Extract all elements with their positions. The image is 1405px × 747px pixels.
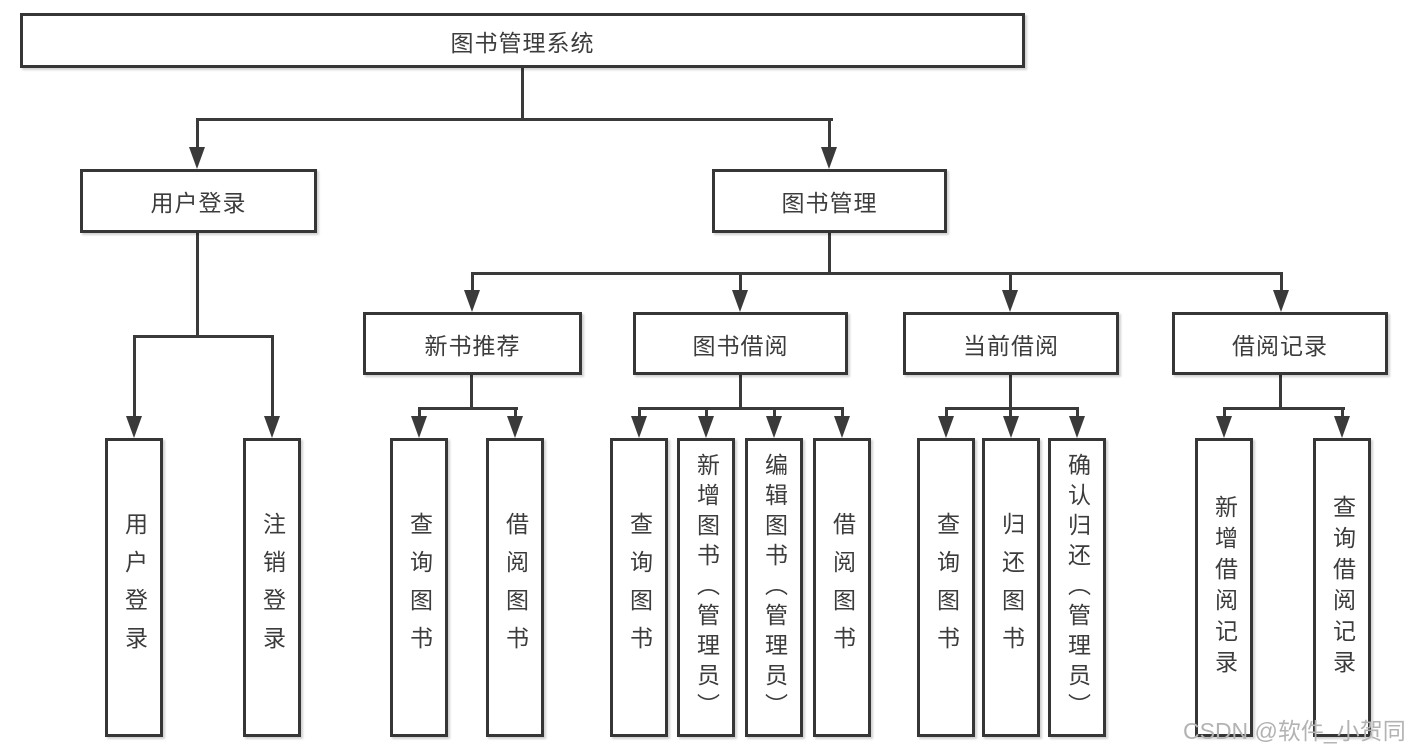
arrow-down-icon [834,416,850,438]
connector-vline [1223,407,1226,420]
connector-vline [1076,407,1079,420]
connector-vline [739,272,742,292]
node-label: 确认归还（管理员） [1064,452,1091,723]
arrow-down-icon [507,416,523,438]
node-label: 借阅记录 [1232,332,1328,359]
connector-vline [705,407,708,420]
node-label: 归还图书 [998,511,1025,664]
connector-vline [945,407,948,420]
node-label: 新增借阅记录 [1211,494,1238,681]
connector-vline [196,233,199,338]
connector-vline [470,375,473,410]
node-current-return-books: 归还图书 [982,438,1040,737]
node-current-query-books: 查询图书 [917,438,975,737]
connector-vline [1280,272,1283,292]
node-label: 查询图书 [933,511,960,664]
connector-hline [638,407,844,410]
arrow-down-icon [631,416,647,438]
connector-vline [271,335,274,419]
node-label: 图书管理 [781,190,878,216]
node-records-query-record: 查询借阅记录 [1313,438,1371,737]
connector-vline [1009,272,1012,292]
node-current-borrow: 当前借阅 [903,312,1119,375]
connector-vline [1279,375,1282,410]
node-borrow-add-books-admin: 新增图书（管理员） [677,438,735,737]
connector-vline [638,407,641,420]
node-label: 图书管理系统 [450,29,595,56]
node-user-login-leaf: 用户登录 [105,438,163,737]
node-label: 图书借阅 [692,332,789,359]
connector-vline [773,407,776,420]
node-label: 用户登录 [150,190,247,216]
connector-hline [418,407,518,410]
node-label: 借阅图书 [829,511,856,664]
node-label: 编辑图书（管理员） [761,452,788,723]
node-book-borrow: 图书借阅 [633,312,848,375]
arrow-down-icon [464,290,480,312]
connector-vline [841,407,844,420]
node-book-management: 图书管理 [712,169,947,233]
arrow-down-icon [1273,290,1289,312]
connector-vline [828,233,831,274]
node-label: 查询图书 [406,511,433,664]
node-borrow-query-books: 查询图书 [610,438,668,737]
connector-vline [196,118,199,152]
node-label: 当前借阅 [963,332,1059,359]
connector-vline [471,272,474,292]
connector-hline [1223,407,1345,410]
arrow-down-icon [821,147,837,169]
arrow-down-icon [766,416,782,438]
node-borrow-edit-books-admin: 编辑图书（管理员） [745,438,803,737]
arrow-down-icon [264,416,280,438]
node-user-login: 用户登录 [80,169,317,233]
node-label: 查询图书 [626,511,653,664]
arrow-down-icon [1216,416,1232,438]
arrow-down-icon [698,416,714,438]
node-current-confirm-return-admin: 确认归还（管理员） [1048,438,1106,737]
arrow-down-icon [1003,416,1019,438]
connector-vline [828,118,831,152]
node-records-add-record: 新增借阅记录 [1195,438,1253,737]
node-label: 注销登录 [259,511,286,664]
connector-hline [945,407,1079,410]
connector-vline [521,68,524,118]
arrow-down-icon [411,416,427,438]
arrow-down-icon [1069,416,1085,438]
csdn-watermark: CSDN @软件_小贺同学 [1183,718,1405,744]
connector-vline [1341,407,1344,420]
node-label: 新书推荐 [424,332,521,359]
node-root-system: 图书管理系统 [20,13,1025,68]
connector-vline [1009,407,1012,420]
connector-hline [133,335,274,338]
connector-hline [196,118,833,121]
node-recommend-borrow-books: 借阅图书 [486,438,544,737]
connector-vline [1009,375,1012,410]
node-borrow-borrow-books: 借阅图书 [813,438,871,737]
node-borrow-records: 借阅记录 [1172,312,1388,375]
node-label: 查询借阅记录 [1329,494,1356,681]
arrow-down-icon [1334,416,1350,438]
connector-vline [514,407,517,420]
node-logout-leaf: 注销登录 [243,438,301,737]
connector-vline [418,407,421,420]
arrow-down-icon [732,290,748,312]
arrow-down-icon [189,147,205,169]
connector-vline [739,375,742,410]
arrow-down-icon [1002,290,1018,312]
node-new-book-recommend: 新书推荐 [363,312,582,375]
node-label: 新增图书（管理员） [693,452,720,723]
connector-vline [133,335,136,419]
node-label: 借阅图书 [502,511,529,664]
node-recommend-query-books: 查询图书 [390,438,448,737]
arrow-down-icon [938,416,954,438]
node-label: 用户登录 [121,511,148,664]
connector-hline [471,272,1283,275]
arrow-down-icon [126,416,142,438]
